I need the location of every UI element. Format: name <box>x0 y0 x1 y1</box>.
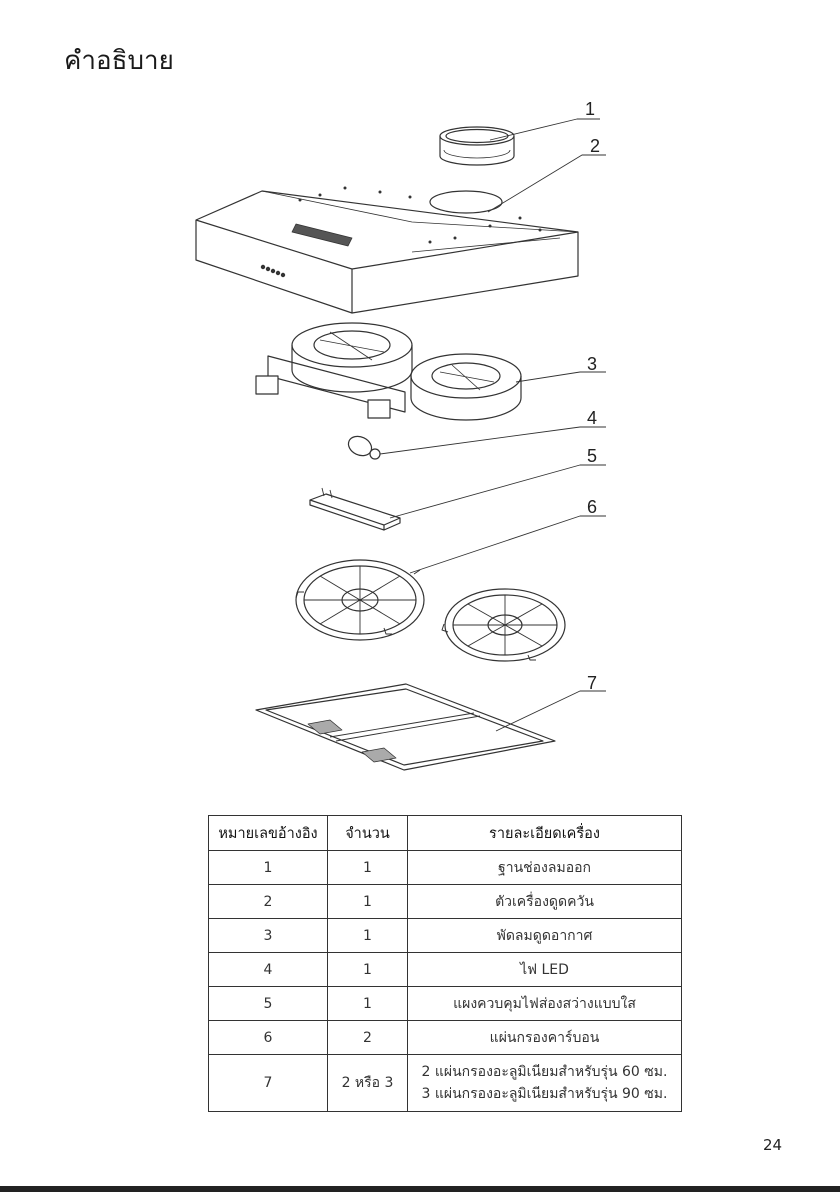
cell-qty: 1 <box>328 987 408 1021</box>
parts-table: หมายเลขอ้างอิง จำนวน รายละเอียดเครื่อง 1… <box>208 815 682 1112</box>
cell-ref: 7 <box>209 1055 328 1112</box>
carbon-filters-part <box>296 560 565 661</box>
cell-desc: 2 แผ่นกรองอะลูมิเนียมสำหรับรุ่น 60 ซม.3 … <box>408 1055 682 1112</box>
blower-assembly-part <box>256 323 521 420</box>
cell-qty: 2 หรือ 3 <box>328 1055 408 1112</box>
control-panel-part <box>310 488 400 530</box>
cell-desc: แผ่นกรองคาร์บอน <box>408 1021 682 1055</box>
callout-2: 2 <box>590 136 600 156</box>
cell-desc: ไฟ LED <box>408 953 682 987</box>
exploded-diagram: 1 2 3 4 5 6 7 <box>0 0 840 800</box>
desc-line: พัดลมดูดอากาศ <box>408 925 681 947</box>
desc-line: 2 แผ่นกรองอะลูมิเนียมสำหรับรุ่น 60 ซม. <box>408 1061 681 1083</box>
hood-body-part <box>196 187 578 314</box>
cell-ref: 2 <box>209 885 328 919</box>
callout-1: 1 <box>585 99 595 119</box>
cell-ref: 5 <box>209 987 328 1021</box>
page-number: 24 <box>763 1136 782 1154</box>
cell-qty: 1 <box>328 885 408 919</box>
header-qty: จำนวน <box>328 816 408 851</box>
desc-line: แผงควบคุมไฟส่องสว่างแบบใส <box>408 993 681 1015</box>
cell-desc: พัดลมดูดอากาศ <box>408 919 682 953</box>
header-desc: รายละเอียดเครื่อง <box>408 816 682 851</box>
desc-line: 3 แผ่นกรองอะลูมิเนียมสำหรับรุ่น 90 ซม. <box>408 1083 681 1105</box>
callout-7: 7 <box>587 673 597 693</box>
callout-6: 6 <box>587 497 597 517</box>
callout-3: 3 <box>587 354 597 374</box>
cell-qty: 1 <box>328 851 408 885</box>
cell-qty: 2 <box>328 1021 408 1055</box>
cell-qty: 1 <box>328 953 408 987</box>
cell-desc: ตัวเครื่องดูดควัน <box>408 885 682 919</box>
cell-ref: 3 <box>209 919 328 953</box>
cell-ref: 1 <box>209 851 328 885</box>
desc-line: ไฟ LED <box>408 959 681 981</box>
cell-qty: 1 <box>328 919 408 953</box>
outlet-ring-part <box>440 127 514 165</box>
cell-ref: 6 <box>209 1021 328 1055</box>
table-header-row: หมายเลขอ้างอิง จำนวน รายละเอียดเครื่อง <box>209 816 682 851</box>
header-ref: หมายเลขอ้างอิง <box>209 816 328 851</box>
callout-4: 4 <box>587 408 597 428</box>
desc-line: แผ่นกรองคาร์บอน <box>408 1027 681 1049</box>
aluminium-filter-part <box>256 684 555 770</box>
cell-ref: 4 <box>209 953 328 987</box>
led-bulb-part <box>345 433 380 459</box>
bottom-rule <box>0 1186 840 1192</box>
cell-desc: แผงควบคุมไฟส่องสว่างแบบใส <box>408 987 682 1021</box>
desc-line: ฐานช่องลมออก <box>408 857 681 879</box>
cell-desc: ฐานช่องลมออก <box>408 851 682 885</box>
callout-5: 5 <box>587 446 597 466</box>
desc-line: ตัวเครื่องดูดควัน <box>408 891 681 913</box>
